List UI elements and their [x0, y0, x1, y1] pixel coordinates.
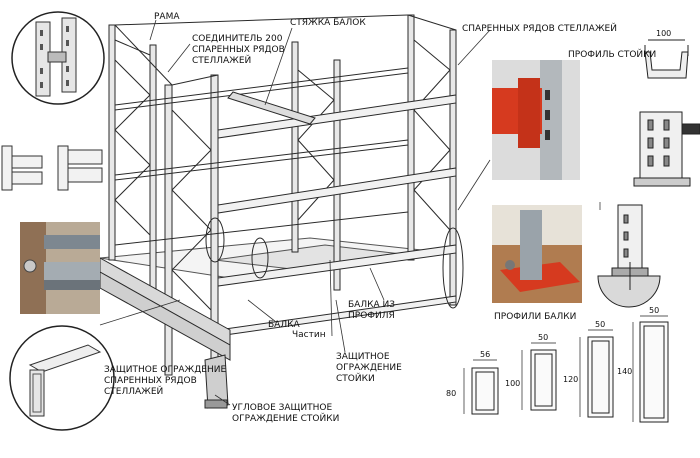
- upright-back-1: [108, 24, 116, 261]
- floor-anchor-photo: [492, 205, 582, 303]
- beam-width-1: 56: [480, 350, 491, 359]
- label-part: Частин: [292, 330, 326, 340]
- upright-back-4: [333, 59, 341, 291]
- upright-profile-sketch: [644, 39, 689, 79]
- label-rama: РАМА: [154, 12, 180, 22]
- beam-front-low: [217, 244, 457, 287]
- label-corner-guard: УГЛОВОЕ ЗАЩИТНОЕ ОГРАЖДЕНИЕ СТОЙКИ: [232, 403, 340, 424]
- red-connector-photo: [492, 60, 580, 180]
- label-upright-guard: ЗАЩИТНОЕ ОГРАЖДЕНИЕ СТОЙКИ: [336, 352, 402, 384]
- beam-height-4: 140: [617, 367, 633, 376]
- upright-front-sketch: [633, 111, 700, 187]
- label-connector: СОЕДИНИТЕЛЬ 200 СПАРЕННЫХ РЯДОВ СТЕЛЛАЖЕ…: [192, 34, 285, 66]
- label-beam-tie: СТЯЖКА БАЛОК: [290, 18, 366, 28]
- beam-height-2: 100: [505, 379, 521, 388]
- upright-back-5: [407, 14, 415, 261]
- upright-front-2: [210, 74, 219, 406]
- guard-profile-circle: [9, 325, 115, 431]
- beam-front-top: [217, 94, 457, 139]
- label-row-guard: ЗАЩИТНОЕ ОГРАЖДЕНИЕ СПАРЕННЫХ РЯДОВ СТЕЛ…: [104, 365, 227, 397]
- beam-profile-140: [639, 321, 669, 423]
- upright-back-2: [149, 44, 157, 291]
- detail-ellipse-left: [205, 217, 225, 263]
- detail-ellipse-mid: [251, 237, 269, 279]
- beam-width-2: 50: [538, 333, 549, 342]
- beam-tie: [227, 91, 316, 125]
- label-beam: БАЛКА: [268, 320, 300, 330]
- upright-front-1: [164, 84, 173, 376]
- upright-back-6: [449, 29, 457, 306]
- beam-front-mid: [217, 167, 457, 214]
- label-upright-width: 100: [656, 29, 672, 38]
- upright-back-3: [291, 41, 299, 253]
- beam-height-3: 120: [563, 375, 579, 384]
- connector-detail-circle: [11, 11, 105, 105]
- beam-height-1: 80: [446, 389, 457, 398]
- corner-guard: [204, 354, 229, 409]
- label-upright-profile: ПРОФИЛЬ СТОЙКИ: [568, 50, 657, 60]
- beam-width-3: 50: [595, 320, 606, 329]
- detail-ellipse-right: [442, 227, 464, 309]
- base-guard-photo: [20, 222, 100, 314]
- label-beam-profiles: ПРОФИЛИ БАЛКИ: [494, 312, 577, 322]
- label-profile-beam: БАЛКА ИЗ ПРОФИЛЯ: [348, 300, 396, 321]
- label-paired-rows: СПАРЕННЫХ РЯДОВ СТЕЛЛАЖЕЙ: [462, 24, 617, 34]
- beam-joint-sketch: [1, 145, 103, 191]
- anchor-foot-sketch: [597, 204, 661, 308]
- beam-profile-sections: [471, 321, 669, 423]
- beam-width-4: 50: [649, 306, 660, 315]
